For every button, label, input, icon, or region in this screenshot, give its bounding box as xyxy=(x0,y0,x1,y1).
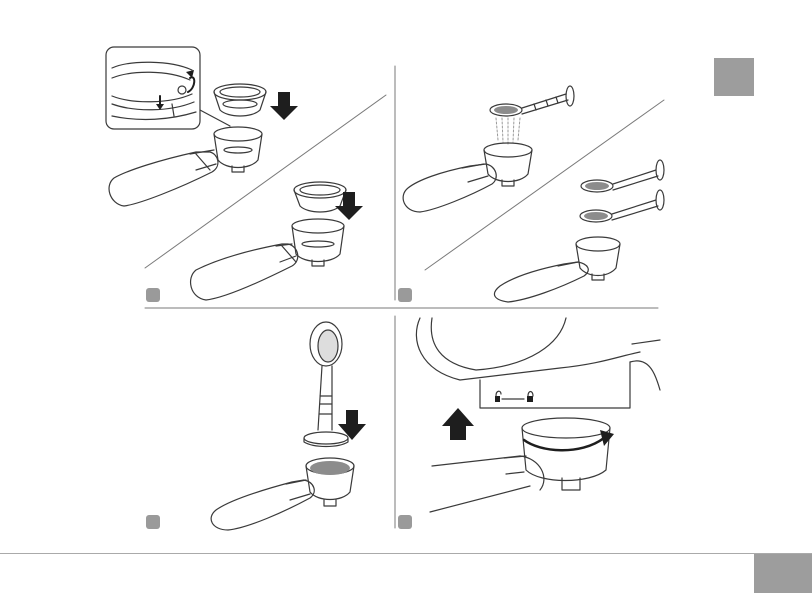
down-arrow-lower xyxy=(335,192,363,220)
portafilter-lower xyxy=(191,219,344,300)
down-arrow xyxy=(338,410,366,440)
lock-clip-detail-inset xyxy=(106,47,230,129)
rotate-arrow xyxy=(524,430,614,450)
ground-coffee-falling xyxy=(496,118,520,144)
filter-basket xyxy=(214,84,266,116)
portafilter xyxy=(403,143,532,212)
machine-group-head xyxy=(416,318,660,408)
panel-dose-coffee xyxy=(403,86,664,302)
lock-icons xyxy=(495,391,533,402)
panel-tamp-coffee xyxy=(211,322,366,530)
measuring-spoon-3 xyxy=(580,190,664,222)
portafilter-filled xyxy=(494,237,620,302)
measuring-spoon-2 xyxy=(581,160,664,192)
portafilter-tamping xyxy=(211,458,354,530)
panel-insert-filter-basket xyxy=(106,47,363,300)
up-arrow xyxy=(442,408,474,440)
portafilter xyxy=(109,127,262,206)
measuring-spoon xyxy=(490,86,574,116)
panel-dividers xyxy=(145,66,664,528)
panel-lock-portafilter xyxy=(416,318,660,512)
down-arrow xyxy=(270,92,298,120)
